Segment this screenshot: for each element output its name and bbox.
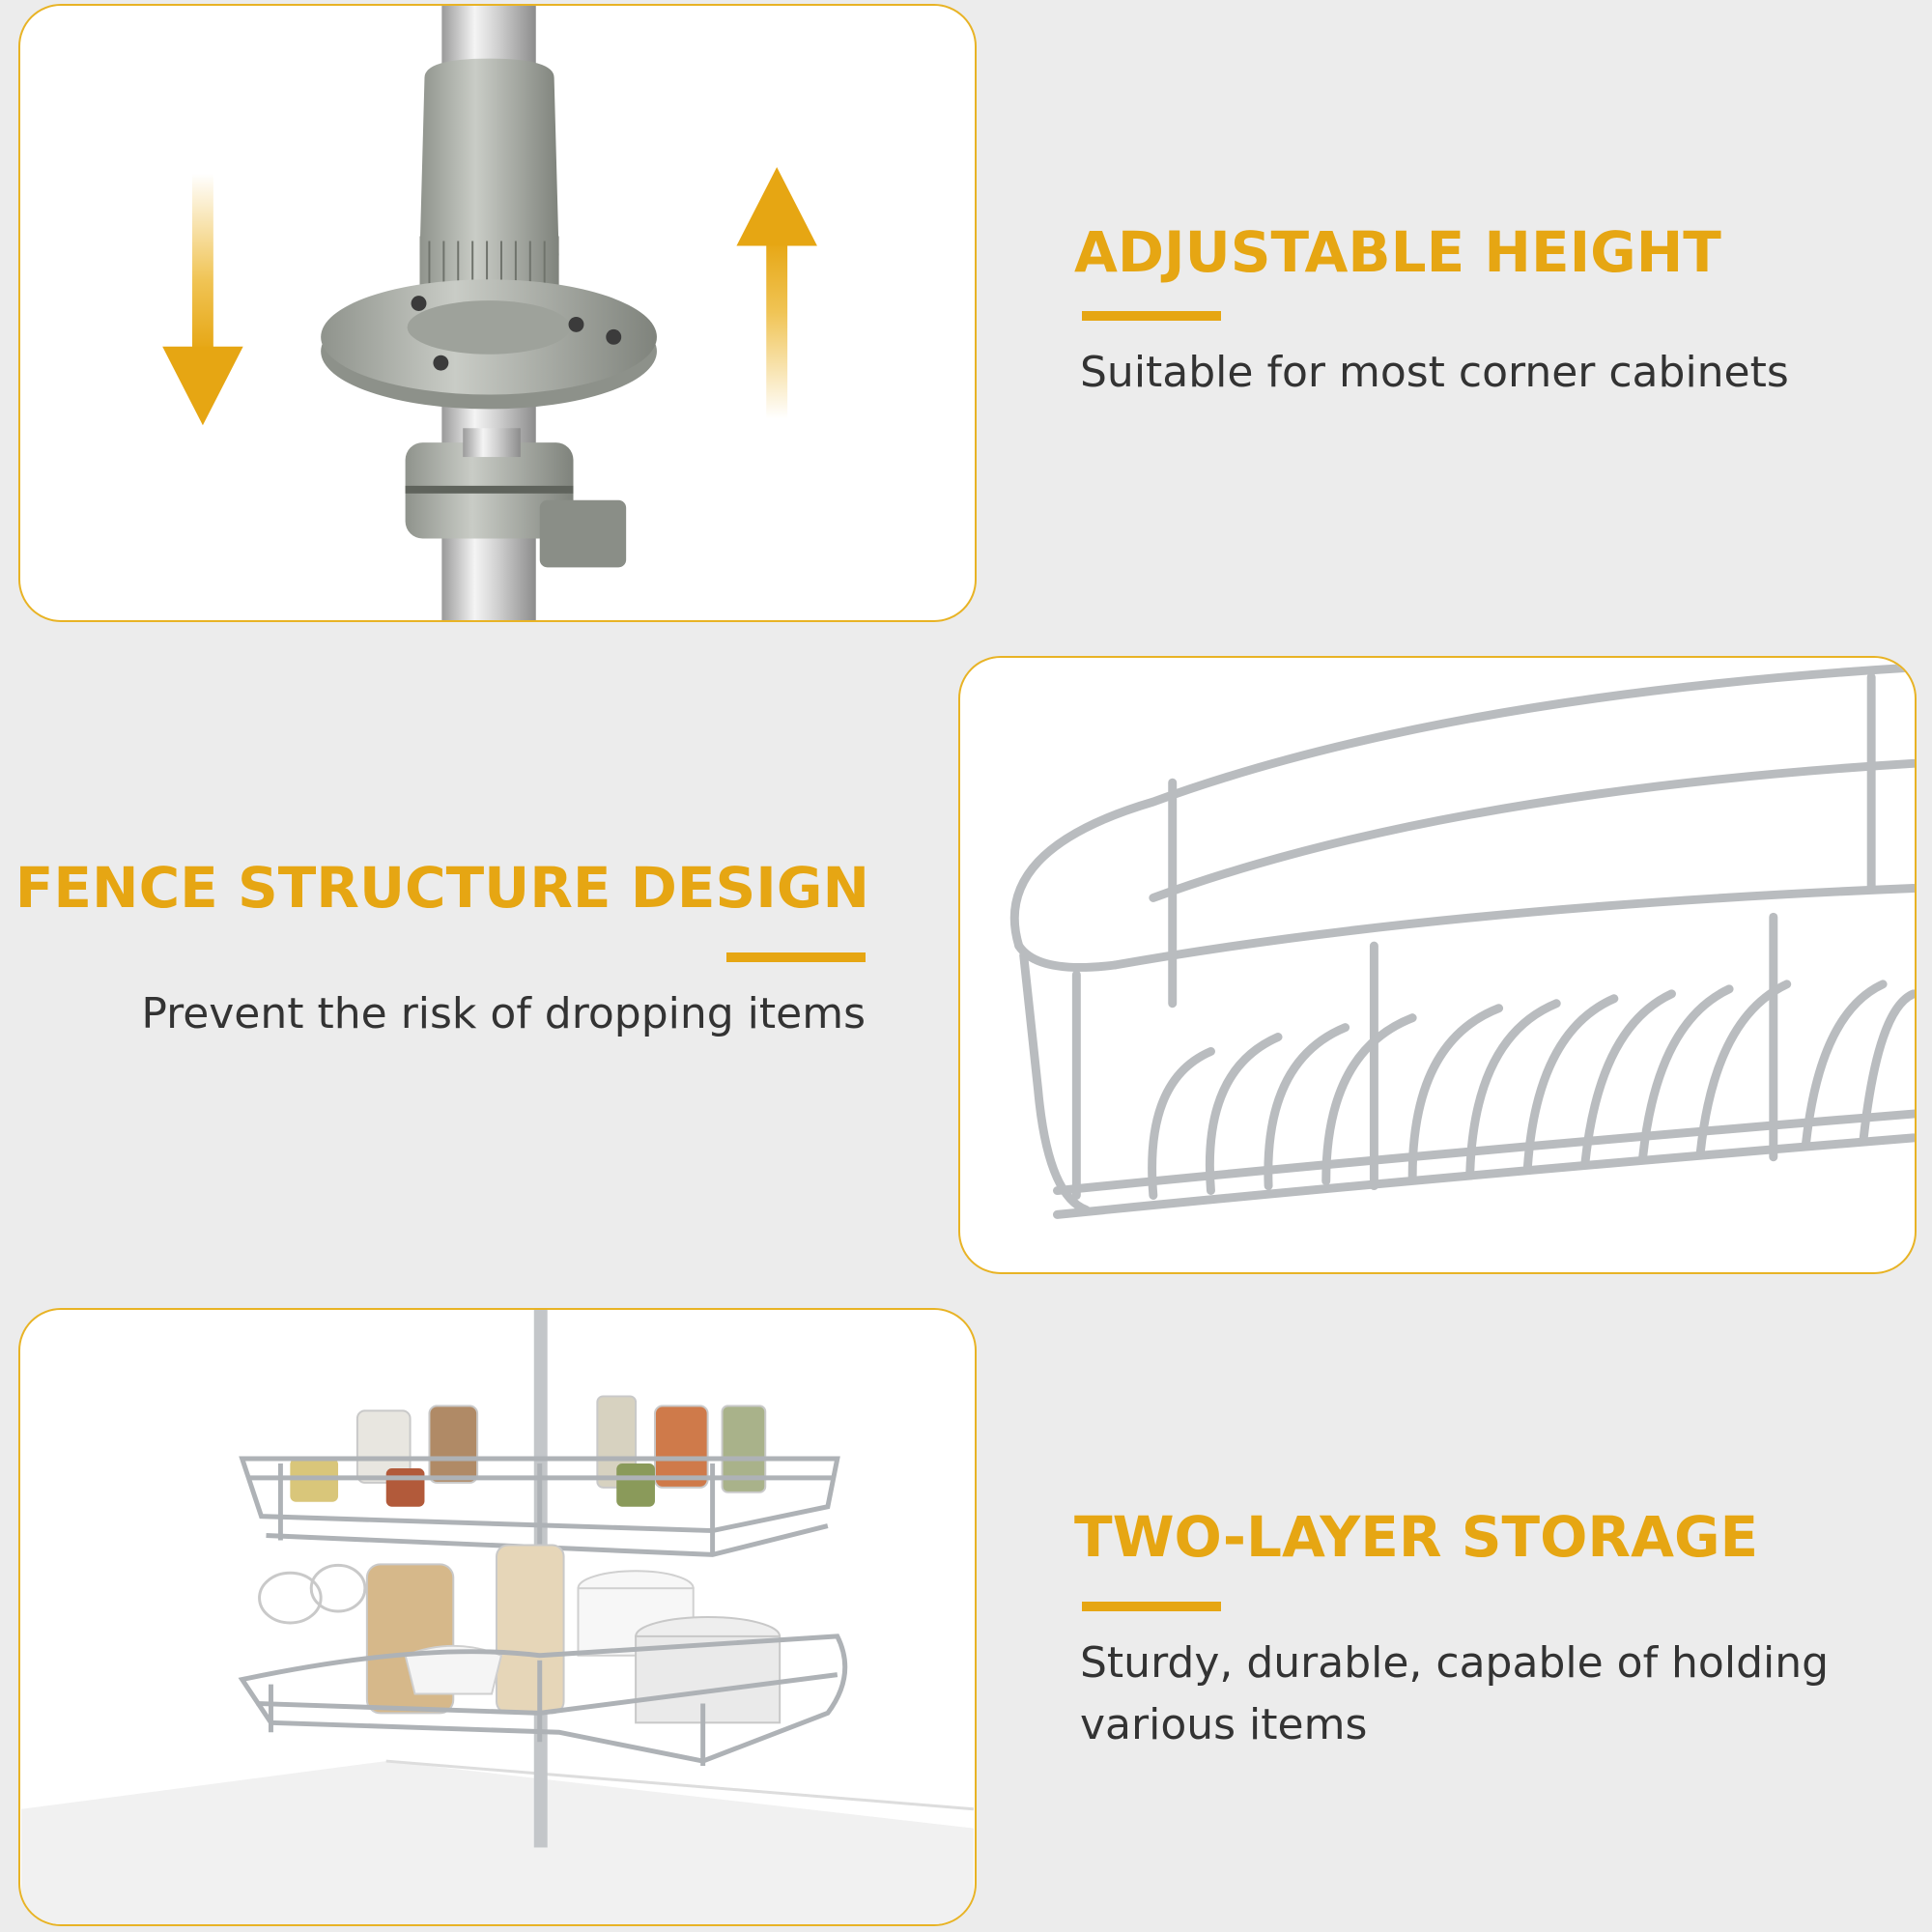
feature-heading: TWO-LAYER STORAGE	[1074, 1504, 1759, 1570]
up-arrow-icon	[736, 166, 817, 419]
height-clamp-illustration	[162, 6, 817, 620]
feature-heading: ADJUSTABLE HEIGHT	[1074, 219, 1721, 285]
accent-divider	[726, 952, 866, 962]
down-arrow-icon	[162, 173, 243, 426]
feature-fence-structure: FENCE STRUCTURE DESIGN Prevent the risk …	[15, 860, 869, 1072]
wire-fence-basket-illustration	[1009, 663, 1915, 1219]
fence-basket-image-panel	[958, 656, 1917, 1274]
feature-adjustable-height: ADJUSTABLE HEIGHT Suitable for most corn…	[1074, 219, 1905, 397]
height-adjustment-image-panel	[18, 4, 977, 622]
feature-description: Prevent the risk of dropping items	[141, 989, 866, 1038]
feature-two-layer-storage: TWO-LAYER STORAGE Sturdy, durable, capab…	[1074, 1504, 1905, 1749]
feature-description: Sturdy, durable, capable of holding vari…	[1080, 1638, 1830, 1749]
two-tier-lazy-susan-illustration	[21, 1310, 975, 1924]
two-layer-storage-image-panel	[18, 1308, 977, 1926]
feature-description: Suitable for most corner cabinets	[1080, 348, 1789, 397]
accent-divider	[1082, 1602, 1221, 1611]
accent-divider	[1082, 311, 1221, 321]
feature-heading: FENCE STRUCTURE DESIGN	[14, 855, 869, 921]
